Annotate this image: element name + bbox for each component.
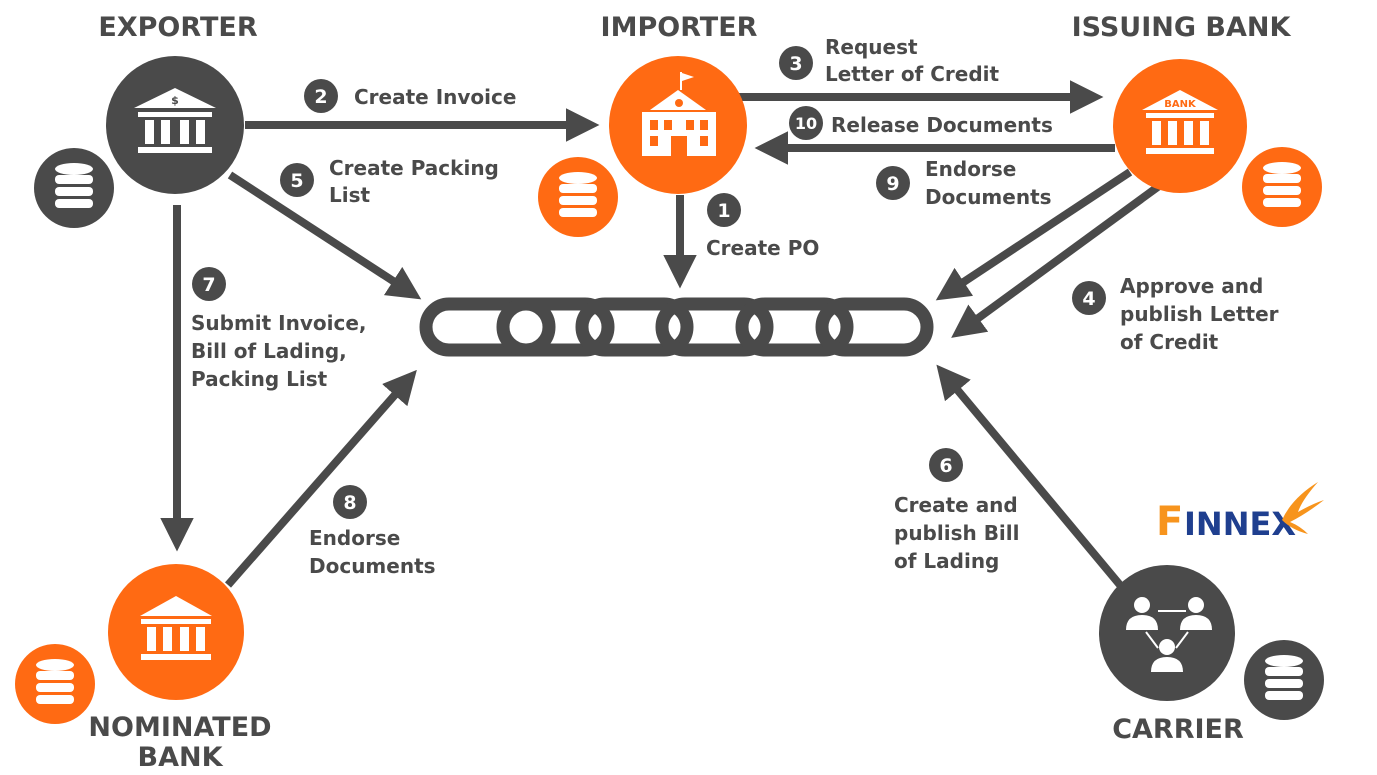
importer-title: IMPORTER <box>601 12 758 43</box>
step-3-number: 3 <box>789 53 802 75</box>
database-icon <box>1265 655 1303 700</box>
logo-rest: INNEX <box>1184 505 1296 543</box>
step-6-number: 6 <box>939 455 952 477</box>
step-8: 8 Endorse Documents <box>309 485 436 578</box>
step-7-label-line2: Bill of Lading, <box>191 339 347 363</box>
bank-icon <box>140 596 212 660</box>
issuing-bank-ledger <box>1242 147 1322 227</box>
issuing-bank-title: ISSUING BANK <box>1072 12 1292 43</box>
step-10-label: Release Documents <box>831 113 1053 137</box>
step-8-label-line2: Documents <box>309 554 436 578</box>
step-7: 7 Submit Invoice, Bill of Lading, Packin… <box>191 267 367 391</box>
exporter-ledger <box>34 148 114 228</box>
carrier-ledger <box>1244 640 1324 720</box>
bank-sign: BANK <box>1164 99 1197 110</box>
arrow-exporter-to-chain <box>227 171 422 300</box>
arrow-nominated-bank-to-chain <box>224 369 417 588</box>
database-icon <box>1263 162 1301 207</box>
step-3-label-line2: Letter of Credit <box>825 62 1000 86</box>
carrier-title: CARRIER <box>1112 714 1244 745</box>
logo-first-letter: F <box>1156 499 1183 545</box>
issuing-bank-node: ISSUING BANK BANK <box>1072 12 1292 193</box>
arrows <box>160 80 1173 588</box>
step-5-number: 5 <box>290 170 303 192</box>
step-10: 10 Release Documents <box>789 106 1053 140</box>
phoenix-icon <box>1282 482 1324 534</box>
finnex-logo: F INNEX <box>1156 482 1324 545</box>
step-4-number: 4 <box>1082 288 1095 310</box>
bank-icon: BANK <box>1142 90 1218 154</box>
importer-node: IMPORTER <box>601 12 758 194</box>
arrow-issuing-bank-to-chain-2 <box>951 174 1173 338</box>
step-6-label-line3: of Lading <box>894 549 999 573</box>
blockchain-chain-icon <box>419 297 934 357</box>
arrow-issuing-bank-to-chain-1 <box>935 168 1133 301</box>
exporter-title: EXPORTER <box>98 12 257 43</box>
step-1-label: Create PO <box>706 236 819 260</box>
importer-ledger <box>538 157 618 237</box>
school-building-flag-icon <box>642 72 716 156</box>
nominated-bank-ledger <box>15 644 95 724</box>
step-9: 9 Endorse Documents <box>876 157 1052 209</box>
step-3: 3 Request Letter of Credit <box>779 35 1000 86</box>
bank-dollar-icon: $ <box>134 88 216 153</box>
step-1: 1 Create PO <box>706 193 819 260</box>
arrow-carrier-to-chain <box>936 364 1124 588</box>
step-9-number: 9 <box>886 173 899 195</box>
database-icon <box>36 659 74 704</box>
step-5-label-line2: List <box>329 183 371 207</box>
nominated-bank-node: NOMINATED BANK <box>88 564 272 773</box>
step-4: 4 Approve and publish Letter of Credit <box>1072 274 1279 354</box>
step-10-number: 10 <box>795 114 817 133</box>
step-8-number: 8 <box>343 492 356 514</box>
step-7-label-line3: Packing List <box>191 367 328 391</box>
step-1-number: 1 <box>717 200 730 222</box>
network-users-icon <box>1126 597 1212 672</box>
exporter-node: EXPORTER $ <box>98 12 258 194</box>
step-5: 5 Create Packing List <box>280 156 499 207</box>
nominated-bank-title-line1: NOMINATED <box>88 712 271 743</box>
database-icon <box>55 163 93 208</box>
database-icon <box>559 172 597 217</box>
step-4-label-line2: publish Letter <box>1120 302 1279 326</box>
step-3-label-line1: Request <box>825 35 918 59</box>
step-8-label-line1: Endorse <box>309 526 400 550</box>
step-4-label-line1: Approve and <box>1120 274 1263 298</box>
step-2-number: 2 <box>314 86 327 108</box>
nominated-bank-title-line2: BANK <box>138 742 224 773</box>
step-7-number: 7 <box>202 274 215 296</box>
carrier-node: CARRIER <box>1099 565 1244 745</box>
step-4-label-line3: of Credit <box>1120 330 1219 354</box>
step-2: 2 Create Invoice <box>304 79 516 113</box>
step-6: 6 Create and publish Bill of Lading <box>894 448 1020 573</box>
step-5-label-line1: Create Packing <box>329 156 499 180</box>
step-9-label-line2: Documents <box>925 185 1052 209</box>
step-9-label-line1: Endorse <box>925 157 1016 181</box>
step-6-label-line2: publish Bill <box>894 521 1020 545</box>
dollar-sign: $ <box>171 94 179 107</box>
step-2-label: Create Invoice <box>354 85 516 109</box>
step-6-label-line1: Create and <box>894 493 1018 517</box>
step-7-label-line1: Submit Invoice, <box>191 311 367 335</box>
